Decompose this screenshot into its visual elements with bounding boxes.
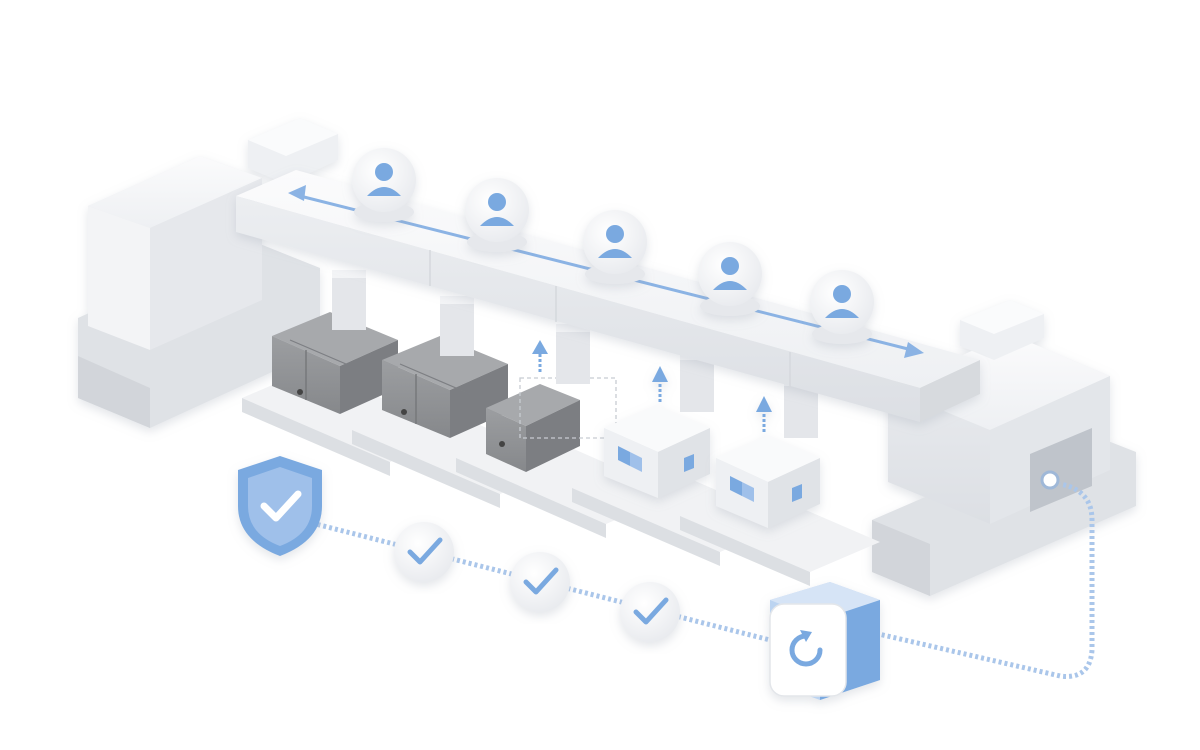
up-arrow-icon [756, 396, 772, 432]
user-avatar-5 [810, 270, 874, 344]
user-avatar-2 [465, 178, 529, 252]
modern-cube-icon [618, 446, 694, 472]
user-icon [480, 193, 514, 226]
shield-check-icon [238, 456, 322, 556]
checkmark-icon [523, 567, 559, 595]
left-abutment [78, 118, 338, 428]
check-step-3 [620, 582, 680, 642]
modern-cube-icon [730, 476, 802, 502]
legacy-block-2 [382, 336, 508, 438]
checkmark-icon [407, 537, 443, 565]
user-icon [825, 285, 859, 318]
refresh-icon [789, 630, 823, 667]
user-avatar-3 [583, 210, 647, 284]
user-icon [598, 225, 632, 258]
checkmark-icon [633, 597, 669, 625]
legacy-block-1 [272, 312, 398, 414]
check-step-1 [394, 522, 454, 582]
check-step-2 [510, 552, 570, 612]
refresh-block [769, 582, 880, 700]
up-arrow-icon [532, 340, 548, 372]
up-arrow-icon [652, 366, 668, 402]
user-icon [713, 257, 747, 290]
user-avatar-1 [352, 148, 416, 222]
legacy-block-3 [486, 340, 617, 472]
user-avatar-4 [698, 242, 762, 316]
modern-block-1 [604, 366, 710, 498]
modern-block-2 [716, 396, 820, 528]
user-icon [367, 163, 401, 196]
